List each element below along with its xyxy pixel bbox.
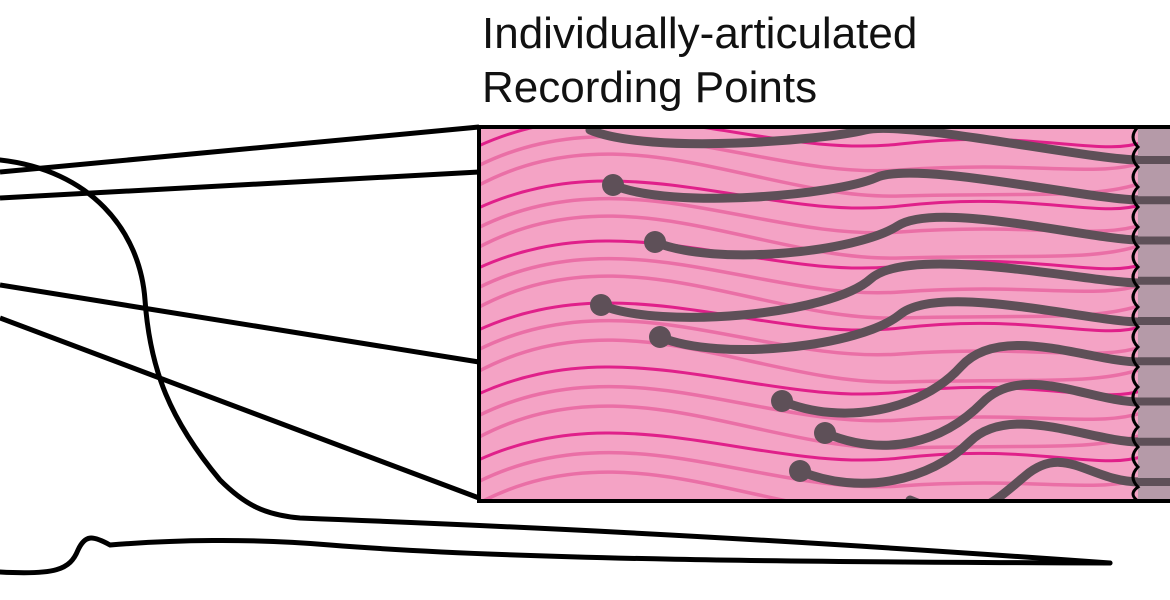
tissue-inset <box>477 125 1170 503</box>
zoom-line-lower-a <box>0 282 480 365</box>
tissue-fiber <box>479 384 1151 423</box>
recording-threads <box>585 127 1145 501</box>
recording-point <box>814 422 836 444</box>
shank-contacts <box>1138 156 1170 486</box>
zoom-lines <box>0 124 480 501</box>
recording-point <box>602 174 624 196</box>
recording-point <box>789 460 811 482</box>
shank-contact <box>1138 317 1170 325</box>
zoom-line-lower-b <box>0 315 480 501</box>
tissue-fiber <box>479 256 1151 295</box>
recording-thread <box>905 457 1145 501</box>
zoom-line-upper-b <box>0 169 480 201</box>
recording-thread <box>650 212 1145 260</box>
tissue-fiber <box>479 470 1151 501</box>
title-line-2: Recording Points <box>482 63 817 112</box>
shank-contact <box>1138 437 1170 446</box>
shank-edge <box>1131 125 1141 503</box>
probe-outline <box>0 157 1113 576</box>
recording-thread <box>777 341 1145 418</box>
probe-curve-lower <box>0 535 1113 576</box>
shank-contact <box>1138 196 1170 205</box>
shank-contact <box>1138 156 1170 164</box>
tissue-fiber <box>479 127 1151 149</box>
shank-contact <box>1138 276 1170 285</box>
tissue-fiber <box>479 338 1151 384</box>
recording-thread <box>795 419 1145 488</box>
shank-contact <box>1138 397 1170 406</box>
recording-point <box>649 326 671 348</box>
recording-thread <box>596 259 1145 322</box>
recording-thread <box>585 127 1145 165</box>
recording-thread <box>820 379 1145 450</box>
tissue-fiber <box>479 239 1151 271</box>
tissue-fiber <box>479 431 1151 463</box>
recording-thread <box>608 168 1145 205</box>
recording-thread <box>655 297 1145 355</box>
recording-point <box>771 390 793 412</box>
title-line-1: Individually-articulated <box>482 9 917 58</box>
shank-contact <box>1138 478 1170 486</box>
tissue-fiber <box>479 179 1151 211</box>
tissue-fiber <box>479 134 1151 173</box>
probe-curve-upper <box>0 157 1113 566</box>
zoom-line-upper-a <box>0 124 480 175</box>
shank-contact <box>1138 357 1170 366</box>
recording-point <box>590 294 612 316</box>
inset-frame <box>477 125 1170 503</box>
tissue-fiber <box>479 214 1151 260</box>
shank-contact <box>1138 236 1170 245</box>
recording-point <box>644 231 666 253</box>
